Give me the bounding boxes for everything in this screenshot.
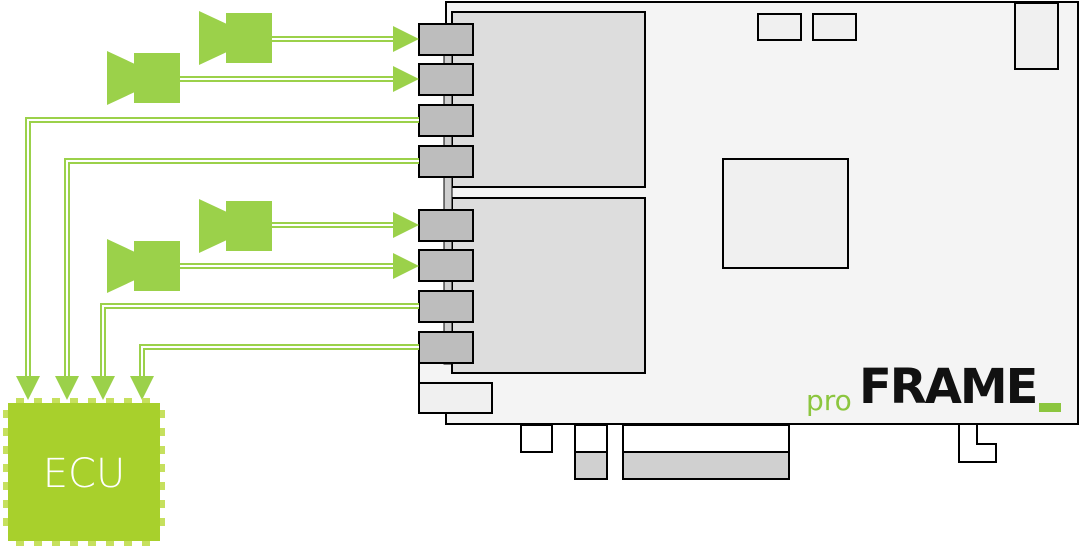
- ecu-body: [8, 403, 160, 541]
- ecu-link-2-inner: [66, 160, 419, 376]
- ecu-link-1: [25, 117, 419, 376]
- processor-chip: [722, 158, 849, 269]
- port-8: [418, 331, 474, 364]
- port-5: [418, 209, 474, 242]
- ecu-pin-top-3: [52, 398, 60, 405]
- ecu-pin-bottom-3: [52, 539, 60, 546]
- port-2: [418, 63, 474, 96]
- camera-2-body: [134, 53, 180, 103]
- ecu-pin-left-2: [3, 428, 10, 436]
- camera-4-body: [134, 241, 180, 291]
- ecu-pin-right-7: [158, 518, 165, 526]
- camera-2: [107, 51, 180, 105]
- camera-link-arrow-2: [393, 66, 419, 92]
- ecu-pin-right-6: [158, 500, 165, 508]
- frame-grabber-board: [418, 1, 1079, 480]
- bracket-tab: [958, 425, 997, 463]
- ecu-pin-bottom-7: [124, 539, 132, 546]
- camera-1-lens: [199, 11, 229, 65]
- proframe-logo: pro FRAME: [806, 359, 1061, 417]
- ecu-link-arrow-2: [55, 376, 79, 400]
- ecu-pin-bottom-4: [70, 539, 78, 546]
- port-4: [418, 145, 474, 178]
- ecu-pin-top-4: [70, 398, 78, 405]
- camera-4-lens: [107, 239, 137, 293]
- ecu-label: ECU: [43, 451, 125, 497]
- ecu-link-4-outer: [139, 344, 419, 376]
- ecu-pin-bottom-5: [88, 539, 96, 546]
- ecu-pins: [3, 398, 165, 546]
- ecu-link-3-outer: [100, 303, 419, 376]
- ecu-pin-top-8: [142, 398, 150, 405]
- ecu-link-3-inner: [102, 305, 419, 376]
- camera-link-arrow-4: [393, 253, 419, 279]
- deserializer-chip-top: [451, 11, 646, 188]
- camera-link-arrow-3: [393, 212, 419, 238]
- camera-1-body: [226, 13, 272, 63]
- deserializer-chip-bottom: [451, 197, 646, 374]
- ecu-link-2: [64, 158, 419, 376]
- ecu-pin-left-5: [3, 482, 10, 490]
- ecu-pin-bottom-1: [16, 539, 24, 546]
- ecu-pin-top-6: [106, 398, 114, 405]
- ecu-pin-left-4: [3, 464, 10, 472]
- ecu-pin-top-2: [34, 398, 42, 405]
- camera-link-arrow-1: [393, 26, 419, 52]
- pcie-edge-fingers: [622, 451, 790, 480]
- board-component-c: [1014, 2, 1059, 70]
- pcie-tab-b-fill: [574, 451, 608, 480]
- ecu-link-arrow-3: [91, 376, 115, 400]
- ecu-pin-right-5: [158, 482, 165, 490]
- ecu-pin-left-6: [3, 500, 10, 508]
- ecu-pin-left-3: [3, 446, 10, 454]
- camera-3: [199, 199, 272, 253]
- port-7: [418, 290, 474, 323]
- logo-prefix: pro: [806, 384, 852, 417]
- port-6: [418, 249, 474, 282]
- pcie-tab-a: [520, 424, 553, 453]
- ecu-pin-right-4: [158, 464, 165, 472]
- camera-1: [199, 11, 272, 65]
- ecu-link-4: [139, 344, 419, 376]
- ecu-pin-top-7: [124, 398, 132, 405]
- ecu-link-4-inner: [141, 346, 419, 376]
- ecu-link-arrow-1: [16, 376, 40, 400]
- camera-group: [107, 11, 272, 293]
- board-component-a: [757, 13, 802, 41]
- ecu-pin-bottom-8: [142, 539, 150, 546]
- port-1: [418, 23, 474, 56]
- ecu-link-arrow-4: [130, 376, 154, 400]
- ecu-pin-bottom-2: [34, 539, 42, 546]
- ecu-pin-left-1: [3, 410, 10, 418]
- ecu-pin-right-2: [158, 428, 165, 436]
- logo-name: FRAME: [859, 359, 1036, 415]
- camera-2-lens: [107, 51, 137, 105]
- ecu-link-1-inner: [27, 119, 419, 376]
- board-component-b: [812, 13, 857, 41]
- signal-lines: [16, 26, 419, 400]
- ecu-pin-top-5: [88, 398, 96, 405]
- logo-underscore: [1039, 403, 1061, 412]
- ecu-link-3: [100, 303, 419, 376]
- ecu-pin-left-7: [3, 518, 10, 526]
- ecu-pin-top-1: [16, 398, 24, 405]
- ecu-pin-right-3: [158, 446, 165, 454]
- ecu-pin-bottom-6: [106, 539, 114, 546]
- ecu-pin-right-1: [158, 410, 165, 418]
- ecu: ECU: [3, 398, 165, 546]
- camera-3-body: [226, 201, 272, 251]
- port-3: [418, 104, 474, 137]
- camera-3-lens: [199, 199, 229, 253]
- board-connector-bottom-left: [418, 382, 493, 414]
- camera-4: [107, 239, 180, 293]
